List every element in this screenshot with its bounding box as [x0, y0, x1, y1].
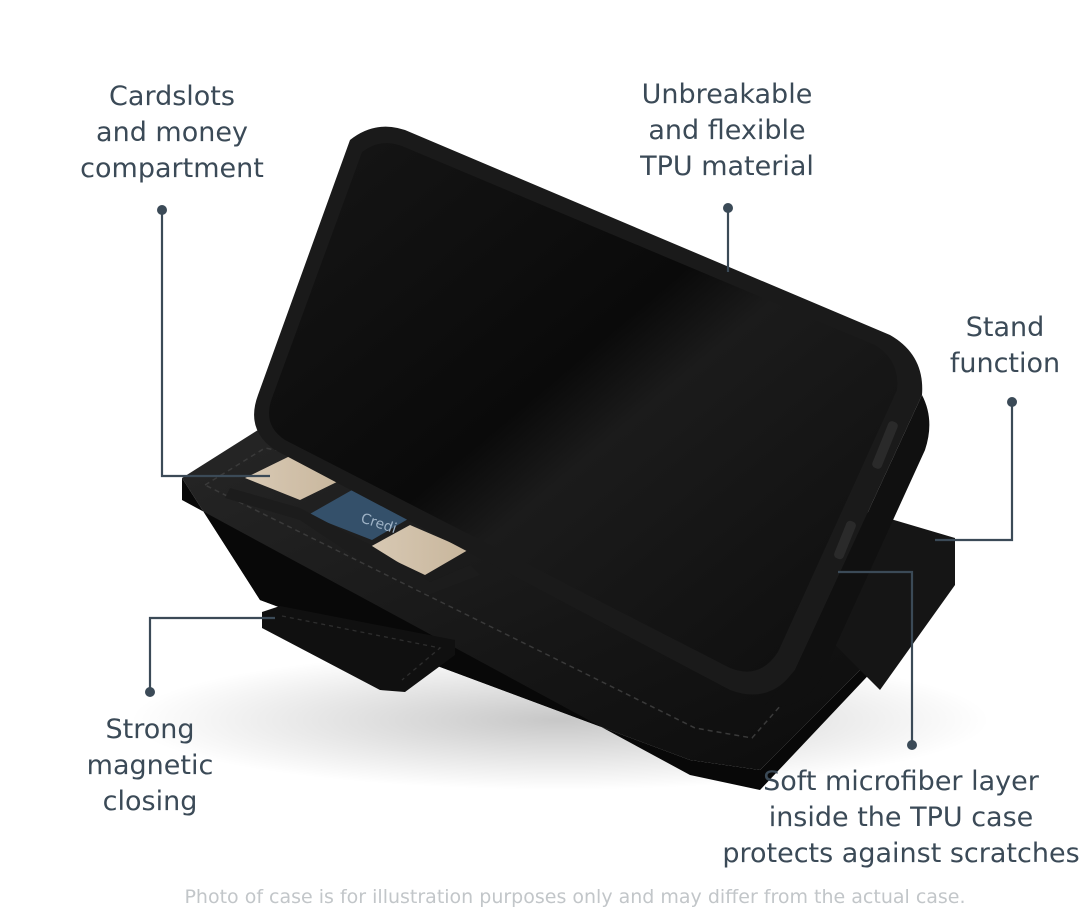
phone-side-button	[872, 421, 898, 469]
card-slots: Credi	[225, 456, 480, 595]
card-slot-lip	[225, 488, 480, 595]
magnetic-strap-stitch	[281, 615, 442, 681]
callout-microfiber-line-1: Soft microfiber layer	[763, 766, 1039, 797]
magnetic-strap	[262, 606, 455, 692]
callout-stand: Stand function	[930, 310, 1080, 382]
callout-magnetic-line-2: magnetic	[86, 750, 214, 781]
phone-screen	[268, 143, 898, 672]
disclaimer-text: Photo of case is for illustration purpos…	[184, 886, 966, 908]
callout-dot-stand	[1007, 397, 1017, 407]
callout-tpu: Unbreakable and flexible TPU material	[612, 77, 842, 185]
callout-dot-magnetic	[145, 687, 155, 697]
callout-microfiber-line-2: inside the TPU case	[768, 802, 1034, 833]
callout-cardslots: Cardslots and money compartment	[62, 79, 282, 187]
callout-line-stand	[935, 402, 1014, 542]
callout-microfiber-line-3: protects against scratches	[722, 838, 1080, 869]
callout-dot-microfiber	[907, 740, 917, 750]
callout-cardslots-line-1: Cardslots	[109, 81, 235, 112]
tpu-side-edge	[765, 395, 930, 707]
callout-dot-cardslots	[157, 205, 167, 215]
callout-tpu-line-2: and flexible	[648, 115, 806, 146]
callout-magnetic: Strong magnetic closing	[60, 712, 240, 820]
callout-stand-line-2: function	[949, 348, 1061, 379]
callout-lines	[148, 208, 1014, 745]
callout-stand-line-1: Stand	[965, 312, 1045, 343]
card-left	[245, 456, 345, 500]
card-blue	[308, 490, 415, 540]
callout-tpu-line-1: Unbreakable	[641, 79, 813, 110]
callout-line-magnetic	[148, 616, 275, 692]
callout-cardslots-line-2: and money	[96, 117, 248, 148]
card-right	[368, 525, 468, 575]
callout-dot-tpu	[723, 203, 733, 213]
callout-cardslots-line-3: compartment	[80, 153, 264, 184]
callout-line-cardslots	[160, 210, 270, 478]
callout-dots	[145, 203, 1017, 750]
callout-tpu-line-3: TPU material	[640, 151, 814, 182]
callout-magnetic-line-1: Strong	[105, 714, 195, 745]
callout-microfiber: Soft microfiber layer inside the TPU cas…	[722, 764, 1080, 872]
phone-side-button-2	[834, 520, 856, 560]
callout-line-microfiber	[838, 570, 914, 745]
callout-magnetic-line-3: closing	[102, 786, 198, 817]
